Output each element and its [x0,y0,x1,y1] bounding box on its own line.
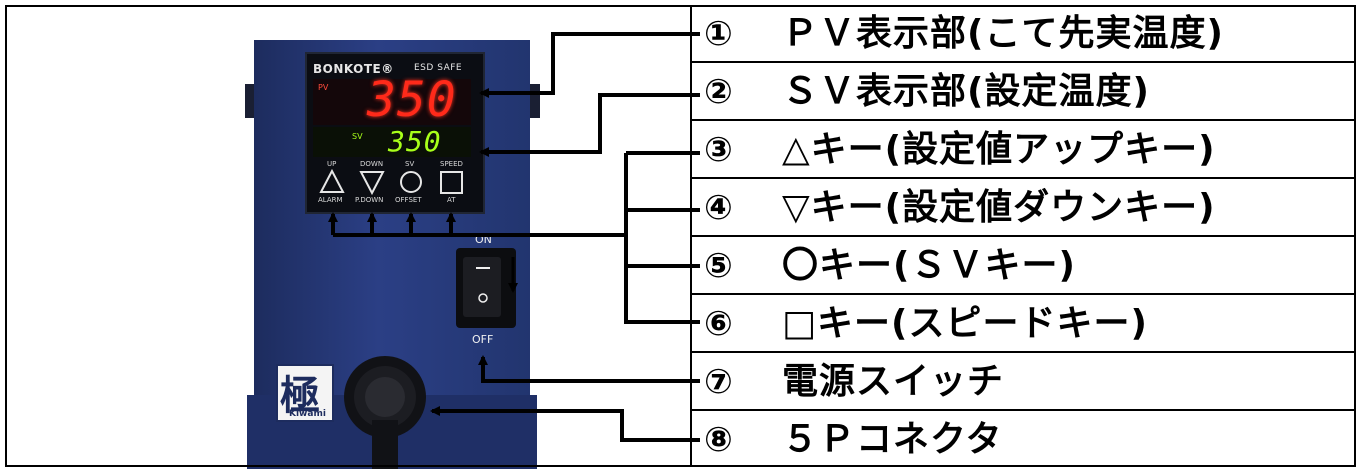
label-text: ５Ｐコネクタ [782,416,1003,464]
label-row-7: ⑦ 電源スイッチ [692,355,1356,411]
label-text: □キー(スピードキー) [782,300,1148,348]
label-row-6: ⑥ □キー(スピードキー) [692,297,1356,353]
label-text: 〇キー(ＳＶキー) [782,242,1076,290]
label-text: ＰＶ表示部(こて先実温度) [782,10,1224,58]
label-number: ① [704,10,733,58]
label-row-8: ⑧ ５Ｐコネクタ [692,413,1356,469]
label-number: ② [704,68,733,116]
label-text: ＳＶ表示部(設定温度) [782,68,1150,116]
label-number: ⑦ [704,358,733,406]
label-text: △キー(設定値アップキー) [782,126,1216,174]
label-row-2: ② ＳＶ表示部(設定温度) [692,65,1356,121]
label-number: ⑥ [704,300,733,348]
label-text: ▽キー(設定値ダウンキー) [782,184,1216,232]
label-number: ⑤ [704,242,733,290]
label-row-3: ③ △キー(設定値アップキー) [692,123,1356,179]
label-row-4: ④ ▽キー(設定値ダウンキー) [692,181,1356,237]
label-number: ③ [704,126,733,174]
label-row-5: ⑤ 〇キー(ＳＶキー) [692,239,1356,295]
label-text: 電源スイッチ [782,358,1004,406]
label-number: ⑧ [704,416,733,464]
label-row-1: ① ＰＶ表示部(こて先実温度) [692,7,1356,63]
label-number: ④ [704,184,733,232]
